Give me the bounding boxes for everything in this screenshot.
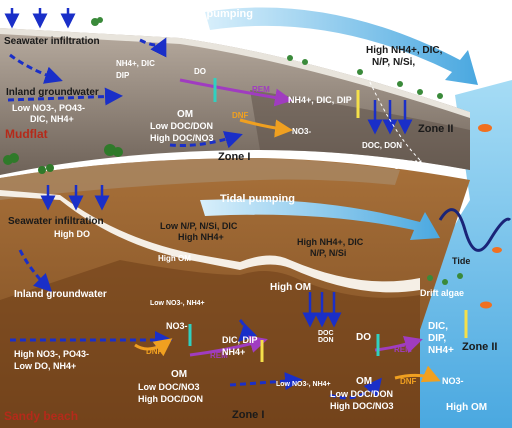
mudflat-seawater-infiltration: Seawater infiltration <box>4 36 100 47</box>
zone-boundary-mudflat <box>359 59 421 161</box>
sandy-high-do: High DO <box>54 229 90 239</box>
sandy-low-no3-nh4-bottom: Low NO3-, NH4+ <box>276 381 331 388</box>
sandy-nh4: NH4+ <box>222 347 246 357</box>
sandy-inland-line1: High NO3-, PO43- <box>14 349 90 359</box>
mudflat-zone1: Zone I <box>218 151 251 163</box>
sandy-nh4-right: NH4+ <box>428 345 454 356</box>
sandy-high-nh4-line1: High NH4+, DIC <box>297 237 364 247</box>
sandy-low-doc-no3: Low DOC/NO3 <box>138 382 200 392</box>
mudflat-high-om: High OM <box>385 159 422 169</box>
mudflat-deep <box>250 90 470 170</box>
seagrass <box>91 17 443 99</box>
mudflat-inland-line1: Low NO3-, PO43- <box>12 103 86 113</box>
sandy-zone1: Zone I <box>232 409 265 421</box>
sandy-surface <box>0 190 420 293</box>
sandy-high-nh4-line2: N/P, N/Si <box>310 248 347 258</box>
sandy-no3: NO3- <box>166 321 188 331</box>
sandy-high-doc-no3-right: High DOC/NO3 <box>330 401 394 411</box>
mudflat-doc-don: DOC, DON <box>362 141 402 150</box>
mudflat-dip: DIP <box>116 71 130 80</box>
tidal-pumping-arrow-bottom <box>200 199 440 240</box>
sandy-low-np-line1: Low N/P, N/Si, DIC <box>160 221 238 231</box>
cyan-arrows <box>188 78 380 356</box>
sandy-high-om-left: High OM <box>158 254 191 263</box>
sandy-dic-dip: DIC, DIP <box>222 335 258 345</box>
sandy-title: Sandy beach <box>4 409 79 423</box>
sandy-do-right: DO <box>356 332 371 343</box>
mudflat-infiltration-arrows <box>4 8 413 135</box>
mudflat-inland-groundwater: Inland groundwater <box>6 87 99 98</box>
mudflat-zone2: Zone II <box>418 123 454 135</box>
sandy-om: OM <box>171 369 188 380</box>
sandy-low-doc-don-right: Low DOC/DON <box>330 389 393 399</box>
fish <box>478 124 502 309</box>
tidal-pumping-arrow-top <box>205 7 478 86</box>
groundwater-dashed-arrows <box>7 37 382 400</box>
mudflat-high-nh4-line2: N/P, N/Si, <box>372 57 416 68</box>
mudflat-nh4-dic: NH4+, DIC <box>116 59 155 68</box>
mudflat-om: OM <box>177 109 194 120</box>
yellow-arrows <box>260 90 468 362</box>
sandy-dic-right: DIC, <box>428 321 448 332</box>
sandy-inland-groundwater: Inland groundwater <box>14 289 107 300</box>
sandy-doc-don: DOC DON <box>318 330 334 345</box>
sandy-inland-line2: Low DO, NH4+ <box>14 361 77 371</box>
sandy-rem-right: REM <box>394 345 412 354</box>
drift-algae <box>427 273 463 285</box>
sandy-dnf: DNF <box>146 347 163 356</box>
sandy-dark-layer <box>0 260 420 428</box>
sandy-topsoil <box>0 158 400 200</box>
mudflat-title: Mudflat <box>5 127 48 141</box>
mudflat-do: DO <box>194 67 206 76</box>
tidal-pumping-top-label: Tidal pumping <box>178 8 253 20</box>
mudflat-dnf: DNF <box>232 111 249 120</box>
sandy-dnf-right: DNF <box>400 377 417 386</box>
sandy-no3-right: NO3- <box>442 376 464 386</box>
sandy-seawater-infiltration: Seawater infiltration <box>8 216 104 227</box>
sandy-high-doc-don: High DOC/DON <box>138 394 203 404</box>
mudflat-high-nh4-line1: High NH4+, DIC, <box>366 45 443 56</box>
sandy-infiltration-arrows <box>40 185 342 328</box>
tidal-pumping-bottom-label: Tidal pumping <box>220 193 295 205</box>
sandy-low-no3-nh4: Low NO3-, NH4+ <box>150 300 205 307</box>
sandy-high-om-right: High OM <box>446 402 488 413</box>
mudflat-no3: NO3- <box>292 127 312 136</box>
sandy-om-right: OM <box>356 376 373 387</box>
mudflat-low-doc-don: Low DOC/DON <box>150 121 213 131</box>
tide-wave <box>438 208 512 252</box>
trees <box>3 144 123 174</box>
sandy-dip-right: DIP, <box>428 333 447 344</box>
sandy-zone2: Zone II <box>462 341 498 353</box>
sandy-drift-algae: Drift algae <box>420 288 465 298</box>
sea-water <box>420 80 512 428</box>
sandy-low-np-line2: High NH4+ <box>178 232 224 242</box>
sandy-rem: REM <box>210 351 228 360</box>
mudflat-inland-line2: DIC, NH4+ <box>30 114 74 124</box>
mudflat-nh4-dic-dip: NH4+, DIC, DIP <box>288 95 352 105</box>
sandy-tide: Tide <box>452 256 471 266</box>
dnf-arrows <box>134 118 441 383</box>
mudflat-high-doc-no3: High DOC/NO3 <box>150 133 214 143</box>
mudflat-rem: REM <box>252 85 270 94</box>
sandy-high-om-mid: High OM <box>270 282 312 293</box>
